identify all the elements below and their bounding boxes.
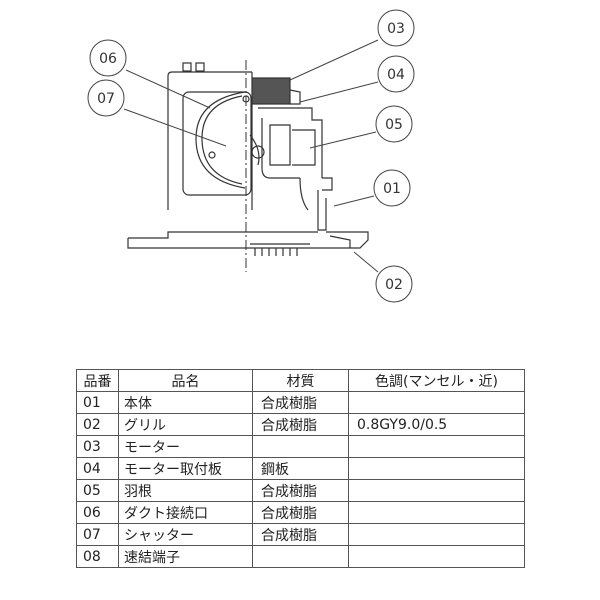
part-color bbox=[348, 545, 525, 568]
part-color bbox=[348, 391, 525, 414]
part-number: 04 bbox=[76, 457, 119, 480]
svg-text:06: 06 bbox=[99, 51, 117, 67]
part-color bbox=[348, 501, 525, 524]
callout-03: 03 bbox=[377, 9, 415, 47]
part-color: 0.8GY9.0/0.5 bbox=[348, 413, 525, 436]
callout-04: 04 bbox=[377, 55, 415, 93]
part-material bbox=[252, 545, 349, 568]
part-name: モーター bbox=[118, 435, 253, 458]
fan-cross-section-diagram: 03 04 05 06 07 01 02 bbox=[87, 9, 415, 303]
part-number: 07 bbox=[76, 523, 119, 546]
leader-lines bbox=[123, 39, 379, 273]
part-color bbox=[348, 523, 525, 546]
part-color bbox=[348, 457, 525, 480]
table-row: 08 速結端子 bbox=[76, 545, 525, 568]
part-number: 05 bbox=[76, 479, 119, 502]
part-name: 速結端子 bbox=[118, 545, 253, 568]
part-material bbox=[252, 435, 349, 458]
svg-text:07: 07 bbox=[97, 91, 115, 107]
svg-text:05: 05 bbox=[385, 117, 403, 133]
part-number: 06 bbox=[76, 501, 119, 524]
table-header-row: 品番 品名 材質 色調(マンセル・近) bbox=[76, 369, 525, 392]
grille bbox=[127, 231, 369, 256]
part-material: 合成樹脂 bbox=[252, 501, 349, 524]
part-name: 羽根 bbox=[118, 479, 253, 502]
part-material: 合成樹脂 bbox=[252, 413, 349, 436]
svg-text:01: 01 bbox=[383, 181, 401, 197]
svg-text:02: 02 bbox=[385, 277, 403, 293]
header-material: 材質 bbox=[252, 369, 349, 392]
header-color: 色調(マンセル・近) bbox=[348, 369, 525, 392]
shutter bbox=[195, 91, 250, 189]
motor-and-blade bbox=[249, 77, 333, 231]
header-part-number: 品番 bbox=[76, 369, 119, 392]
callout-07: 07 bbox=[87, 79, 125, 117]
callout-05: 05 bbox=[375, 105, 413, 143]
part-name: シャッター bbox=[118, 523, 253, 546]
svg-text:03: 03 bbox=[387, 21, 405, 37]
part-name: モーター取付板 bbox=[118, 457, 253, 480]
part-number: 08 bbox=[76, 545, 119, 568]
table-row: 02 グリル 合成樹脂 0.8GY9.0/0.5 bbox=[76, 413, 525, 436]
table-row: 03 モーター bbox=[76, 435, 525, 458]
callout-01: 01 bbox=[373, 169, 411, 207]
table-row: 07 シャッター 合成樹脂 bbox=[76, 523, 525, 546]
svg-text:04: 04 bbox=[387, 67, 405, 83]
duct-connector bbox=[167, 62, 253, 210]
part-material: 鋼板 bbox=[252, 457, 349, 480]
callout-06: 06 bbox=[89, 39, 127, 77]
table-row: 04 モーター取付板 鋼板 bbox=[76, 457, 525, 480]
part-name: ダクト接続口 bbox=[118, 501, 253, 524]
part-color bbox=[348, 435, 525, 458]
part-name: グリル bbox=[118, 413, 253, 436]
part-material: 合成樹脂 bbox=[252, 479, 349, 502]
table-row: 01 本体 合成樹脂 bbox=[76, 391, 525, 414]
header-part-name: 品名 bbox=[118, 369, 253, 392]
part-color bbox=[348, 479, 525, 502]
part-name: 本体 bbox=[118, 391, 253, 414]
table-row: 05 羽根 合成樹脂 bbox=[76, 479, 525, 502]
part-number: 02 bbox=[76, 413, 119, 436]
part-material: 合成樹脂 bbox=[252, 523, 349, 546]
callout-02: 02 bbox=[375, 265, 413, 303]
parts-table: 品番 品名 材質 色調(マンセル・近) 01 本体 合成樹脂 02 グリル 合成… bbox=[76, 369, 525, 568]
part-number: 03 bbox=[76, 435, 119, 458]
part-number: 01 bbox=[76, 391, 119, 414]
table-row: 06 ダクト接続口 合成樹脂 bbox=[76, 501, 525, 524]
part-material: 合成樹脂 bbox=[252, 391, 349, 414]
